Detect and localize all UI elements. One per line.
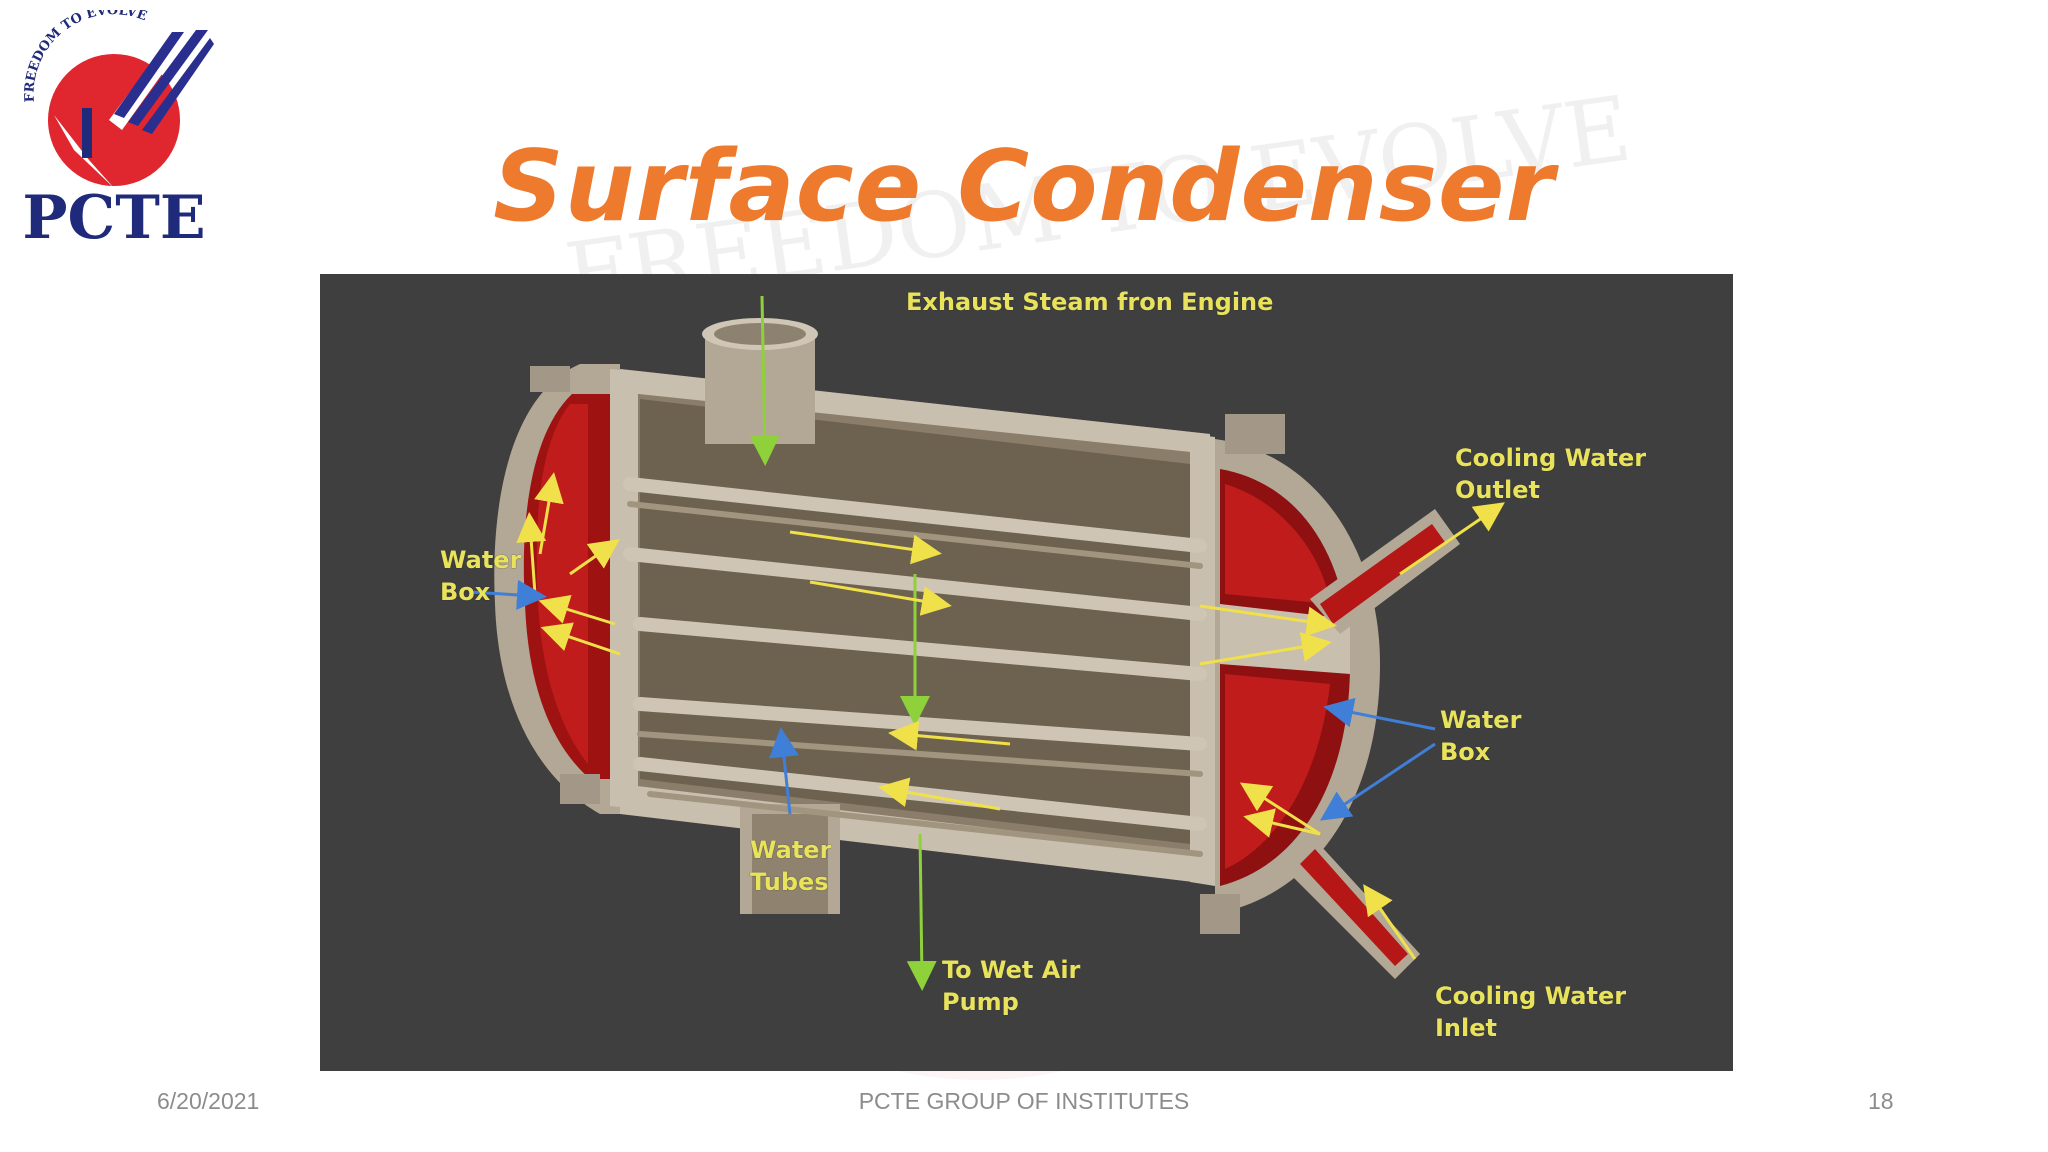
footer-date: 6/20/2021 [157,1088,260,1114]
footer-org: PCTE GROUP OF INSTITUTES [858,1088,1190,1114]
cooling-outlet-pipe [1310,509,1460,634]
label-water-box-right: Water Box [1440,706,1522,766]
water-flow-arrows [516,472,1505,960]
condenser-illustration [469,295,1505,991]
label-cooling-water-outlet: Cooling Water Outlet [1455,444,1647,504]
pointer-arrows [469,579,1436,821]
label-to-wet-air-pump: To Wet Air Pump [942,956,1081,1016]
label-water-tubes: Water Tubes [750,836,832,896]
condensate-outlet-pipe [740,804,840,914]
label-cooling-water-inlet: Cooling Water Inlet [1435,982,1627,1042]
condenser-diagram: Exhaust Steam fron Engine Cooling Water … [320,274,1733,1071]
label-exhaust-steam: Exhaust Steam fron Engine [906,288,1274,316]
cooling-inlet-pipe [1280,834,1420,979]
logo-brand: PCTE [22,183,205,246]
label-water-box-left: Water Box [440,546,522,606]
exhaust-inlet-pipe [702,318,818,444]
footer-page-number: 18 [1868,1088,1894,1114]
slide-title: Surface Condenser [493,130,1555,244]
pcte-logo: FREEDOM TO EVOLVE PCTE [22,10,214,246]
steam-flow-arrows [749,295,937,991]
